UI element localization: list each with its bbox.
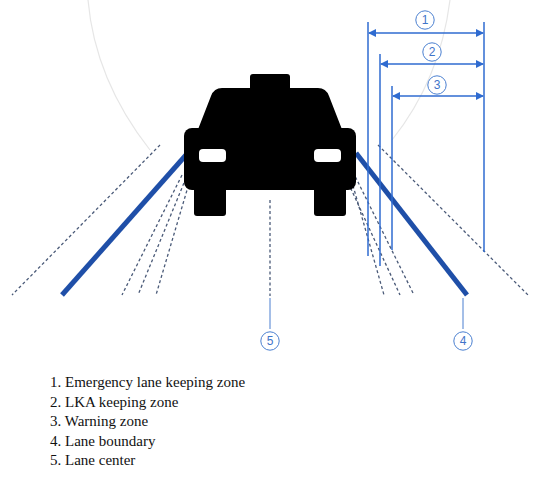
legend-item: 1. Emergency lane keeping zone [50, 374, 245, 391]
legend-item: 5. Lane center [50, 452, 135, 469]
callout-number: 4 [460, 335, 467, 347]
legend-item: 2. LKA keeping zone [50, 394, 178, 411]
callout-number: 1 [422, 14, 429, 26]
callout-circle: 1 [415, 10, 435, 30]
callout-circle: 2 [422, 42, 442, 62]
callout-number: 2 [429, 46, 436, 58]
callout-number: 3 [434, 79, 441, 91]
callout-number: 5 [267, 335, 274, 347]
callout-circle: 3 [427, 75, 447, 95]
legend-item: 4. Lane boundary [50, 433, 155, 450]
legend-item: 3. Warning zone [50, 413, 148, 430]
callout-circle: 4 [453, 331, 473, 351]
callout-circle: 5 [260, 331, 280, 351]
